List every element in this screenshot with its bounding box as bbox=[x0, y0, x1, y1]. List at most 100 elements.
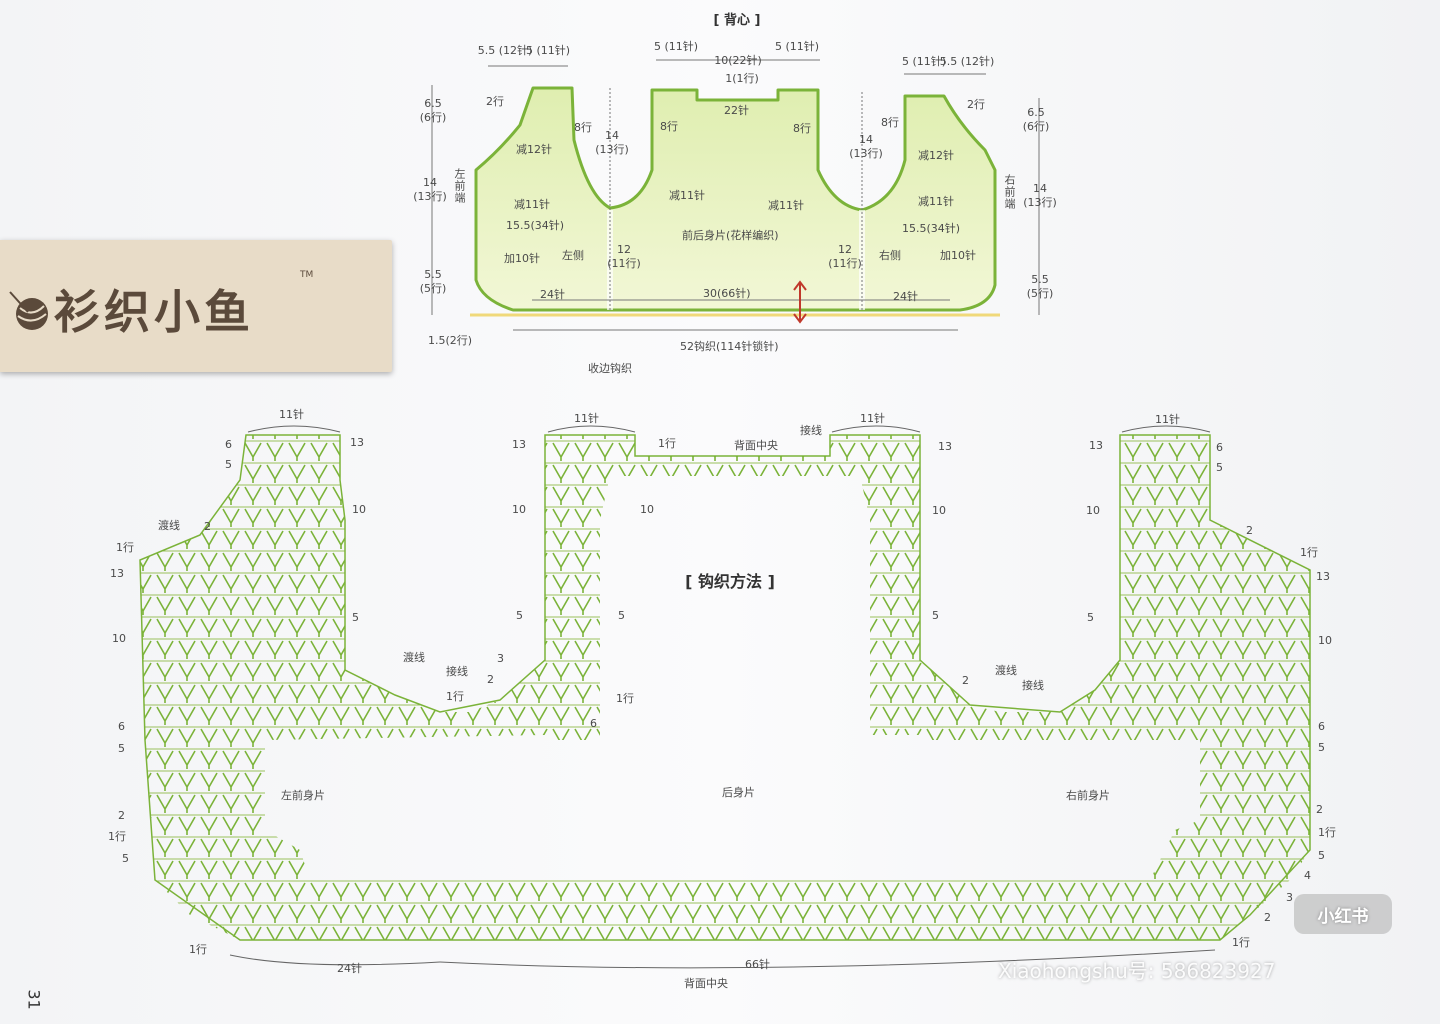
misc-1row: 1行 bbox=[189, 943, 207, 956]
trademark: TM bbox=[300, 270, 314, 280]
vest-body-shape bbox=[474, 86, 997, 312]
direction-arrow bbox=[793, 280, 807, 324]
left-row-6b: 6 bbox=[118, 720, 125, 733]
schematic-title: [ 背心 ] bbox=[713, 13, 761, 28]
c-dec11a: 减11针 bbox=[669, 189, 705, 202]
dim-left-neck-a: 5.5 (12针) bbox=[477, 44, 533, 57]
dim-right-65: 6.5 (6行) bbox=[1022, 106, 1050, 133]
right-row-13: 13 bbox=[1089, 439, 1103, 452]
mid-row-3: 3 bbox=[497, 652, 504, 665]
mid-row-13: 13 bbox=[512, 438, 526, 451]
dim-left-neck-b: 5 (11针) bbox=[525, 44, 571, 57]
misc-2: 2 bbox=[962, 674, 969, 687]
xiaohongshu-logo: 小红书 bbox=[1294, 894, 1392, 934]
top-11-b: 11针 bbox=[574, 412, 599, 425]
vest-schematic bbox=[431, 59, 1040, 331]
top-11-c: 11针 bbox=[860, 412, 885, 425]
chart-stitch-area bbox=[140, 435, 1310, 940]
bottom-back-center: 背面中央 bbox=[684, 977, 728, 990]
bottom-24: 24针 bbox=[337, 962, 362, 975]
xiaohongshu-id: Xiaohongshu号: 586823927 bbox=[998, 959, 1276, 983]
dim-right-14: 14 (13行) bbox=[1023, 182, 1057, 209]
left-row-6: 6 bbox=[225, 438, 232, 451]
right-row-10b: 10 bbox=[1318, 634, 1332, 647]
misc-5: 5 bbox=[932, 609, 939, 622]
l-8rows: 8行 bbox=[574, 121, 592, 134]
back-center-top: 背面中央 bbox=[734, 439, 778, 452]
right-row-5d: 5 bbox=[1318, 849, 1325, 862]
right-row-1b: 1行 bbox=[1318, 826, 1336, 839]
join-top: 接线 bbox=[800, 424, 822, 437]
left-row-2: 2 bbox=[118, 809, 125, 822]
float-yarn-b: 渡线 bbox=[403, 651, 425, 664]
right-row-13b: 13 bbox=[1316, 570, 1330, 583]
mid-row-10: 10 bbox=[512, 503, 526, 516]
c-8l: 8行 bbox=[660, 120, 678, 133]
r-12: 12 (11行) bbox=[828, 243, 862, 270]
right-row-4: 4 bbox=[1304, 869, 1311, 882]
left-row-5c: 5 bbox=[122, 852, 129, 865]
right-row-2: 2 bbox=[1246, 524, 1253, 537]
edging-label: 收边钩织 bbox=[588, 362, 632, 375]
chart-title: [ 钩织方法 ] bbox=[685, 572, 775, 591]
left-front-label: 左前身片 bbox=[281, 789, 325, 802]
left-row-1b: 1行 bbox=[108, 830, 126, 843]
brand-label-tag: 衫织小鱼 TM bbox=[0, 240, 392, 372]
r-2rows: 2行 bbox=[967, 98, 985, 111]
right-row-2b: 2 bbox=[1316, 803, 1323, 816]
left-row-1: 1行 bbox=[116, 541, 134, 554]
l-24: 24针 bbox=[540, 288, 565, 301]
dim-right-neck-a: 5 (11针) bbox=[901, 55, 947, 68]
dim-right-neck-b: 5.5 (12针) bbox=[939, 55, 995, 68]
l-dec11: 减11针 bbox=[514, 198, 550, 211]
misc-10: 10 bbox=[932, 504, 946, 517]
page-number: 31 bbox=[24, 989, 44, 1010]
l-dec12: 减12针 bbox=[516, 143, 552, 156]
right-row-5: 5 bbox=[1087, 611, 1094, 624]
c-22: 22针 bbox=[724, 104, 749, 117]
right-front-label: 右前身片 bbox=[1066, 789, 1110, 802]
mid-row-5b: 5 bbox=[618, 609, 625, 622]
lr-row-13: 13 bbox=[350, 436, 364, 449]
mid-row-1a: 1行 bbox=[658, 437, 676, 450]
right-row-2c: 2 bbox=[1264, 911, 1271, 924]
right-row-6b: 6 bbox=[1318, 720, 1325, 733]
chart-outline bbox=[139, 434, 1311, 941]
join-b: 接线 bbox=[446, 665, 468, 678]
l-2rows: 2行 bbox=[486, 95, 504, 108]
c-14l: 14 (13行) bbox=[595, 129, 629, 156]
l-side: 左侧 bbox=[562, 249, 584, 262]
c-8r: 8行 bbox=[793, 122, 811, 135]
c-30: 30(66针) bbox=[703, 287, 751, 300]
c-14r: 14 (13行) bbox=[849, 133, 883, 160]
dim-center-a: 5 (11针) bbox=[653, 40, 699, 53]
bottom-52: 52钩织(114针锁针) bbox=[680, 340, 779, 353]
float-yarn-c: 渡线 bbox=[995, 664, 1017, 677]
dim-right-55: 5.5 (5行) bbox=[1026, 273, 1054, 300]
l-155: 15.5(34针) bbox=[506, 219, 565, 232]
dim-center-rows: 1(1行) bbox=[725, 72, 759, 85]
lr-row-6: 6 bbox=[590, 717, 597, 730]
right-row-1: 1行 bbox=[1300, 546, 1318, 559]
mid-row-2: 2 bbox=[487, 673, 494, 686]
r-add10: 加10针 bbox=[940, 249, 976, 262]
top-11-d: 11针 bbox=[1155, 413, 1180, 426]
r-dec12: 减12针 bbox=[918, 149, 954, 162]
left-row-10: 10 bbox=[112, 632, 126, 645]
mid-row-5: 5 bbox=[516, 609, 523, 622]
c-dec11b: 减11针 bbox=[768, 199, 804, 212]
dim-left-15: 1.5(2行) bbox=[427, 334, 473, 347]
back-label: 后身片 bbox=[722, 786, 755, 799]
mid-row-13b: 13 bbox=[938, 440, 952, 453]
r-24: 24针 bbox=[893, 290, 918, 303]
right-row-5b: 5 bbox=[1216, 461, 1223, 474]
bottom-66: 66针 bbox=[745, 958, 770, 971]
float-yarn-a: 渡线 bbox=[158, 519, 180, 532]
c-body: 前后身片(花样编织) bbox=[682, 229, 779, 242]
right-row-10: 10 bbox=[1086, 504, 1100, 517]
r-dec11: 减11针 bbox=[918, 195, 954, 208]
left-front-end-label: 左前端 bbox=[453, 168, 466, 204]
right-row-5c: 5 bbox=[1318, 741, 1325, 754]
